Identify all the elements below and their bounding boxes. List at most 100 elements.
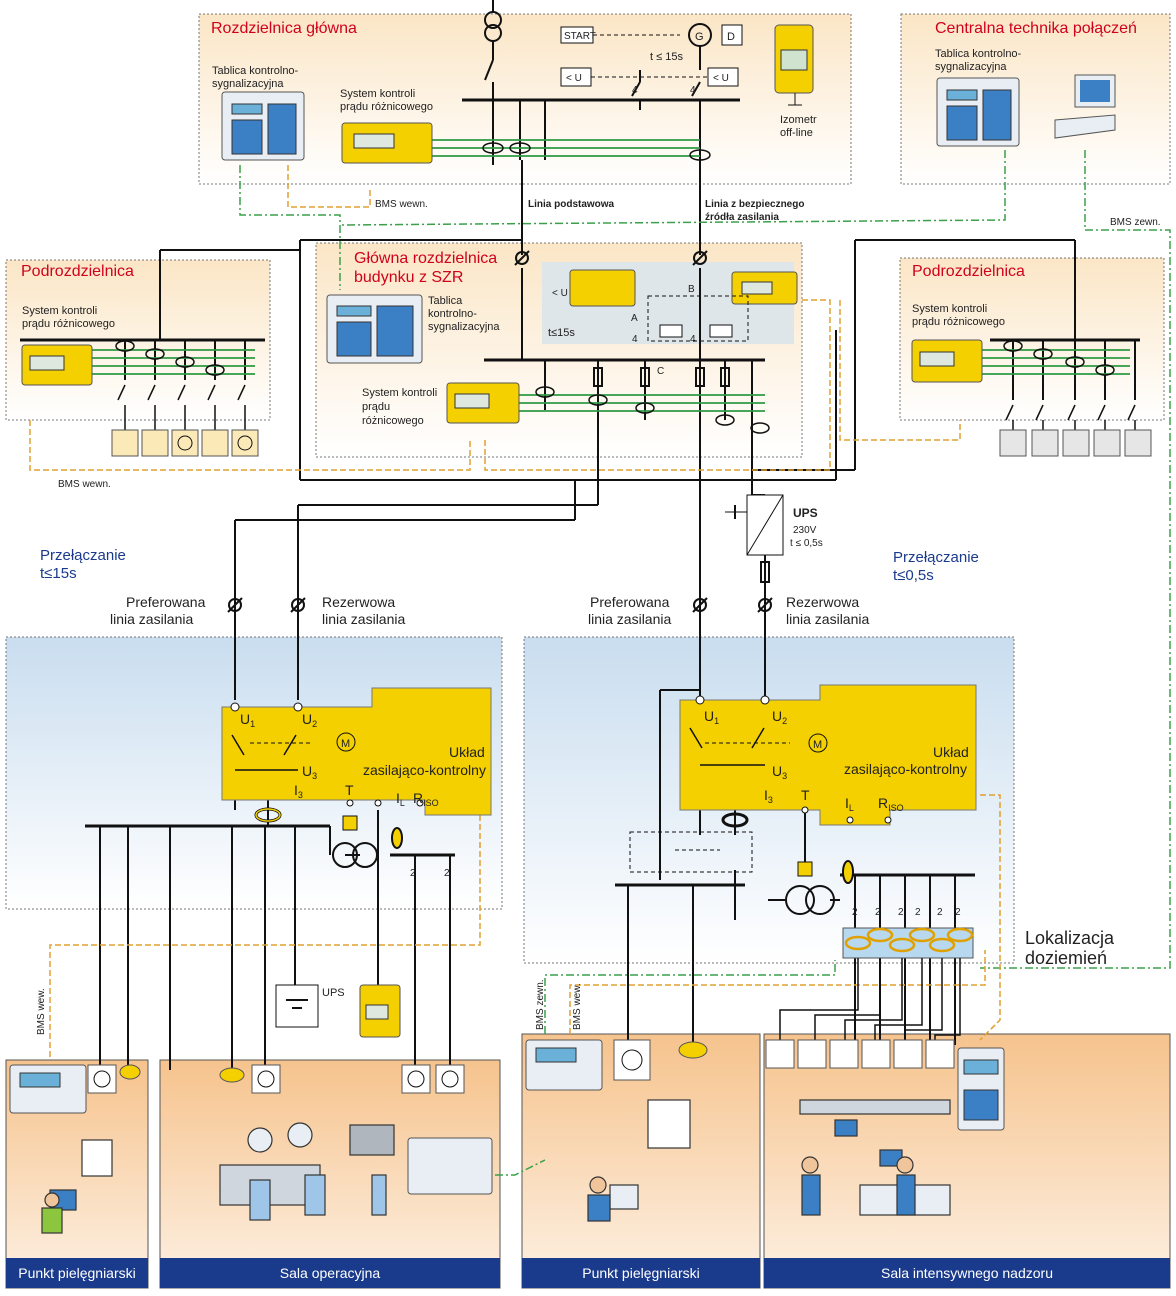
label-lok-2: doziemień	[1025, 948, 1107, 968]
label-two-r1: 2	[852, 907, 858, 918]
room-devices	[9, 1039, 1005, 1195]
label-rcm-szr-2: prądu	[362, 401, 390, 413]
label-riso-right: RISO	[878, 795, 904, 813]
label-u2-right: U2	[772, 708, 787, 726]
bms-lines	[29, 150, 1171, 1176]
label-uklad-left-1: Układ	[449, 744, 485, 760]
device-rcm-szr	[446, 382, 520, 424]
label-przel1-1: Przełączanie	[40, 547, 126, 564]
label-start: START	[564, 31, 596, 42]
room-scenes	[41, 1099, 951, 1234]
device-tablica-szr	[326, 294, 423, 364]
label-tablica-szr-1: Tablica	[428, 295, 463, 307]
label-u-less-1: < U	[566, 73, 582, 84]
ups-upper	[725, 494, 784, 556]
label-u3-right: U3	[772, 763, 787, 781]
label-tablica-szr-2: kontrolno-	[428, 308, 477, 320]
device-tablica-main	[221, 91, 305, 161]
title-szr-1: Główna rozdzielnica	[354, 250, 497, 267]
loads-right	[999, 429, 1152, 457]
label-il-right: IL	[845, 795, 854, 813]
label-two-r5: 2	[937, 907, 943, 918]
label-u-less-2: < U	[713, 73, 729, 84]
label-rez-right-2: linia zasilania	[786, 611, 869, 627]
label-rez-left-1: Rezerwowa	[322, 594, 395, 610]
label-bms-wew-left: BMS wew.	[36, 988, 47, 1035]
label-rcm-subright-1: System kontroli	[912, 303, 987, 315]
label-linia-bezp-2: źródła zasilania	[705, 212, 779, 223]
label-uklad-right-2: zasilająco-kontrolny	[844, 761, 967, 777]
title-sub-left: Podrozdzielnica	[21, 263, 134, 280]
uklad-right	[629, 684, 977, 959]
label-b: B	[688, 284, 695, 295]
label-u3-left: U3	[302, 763, 317, 781]
label-ups-v: 230V	[793, 525, 817, 536]
label-przel2-2: t≤0,5s	[893, 567, 934, 584]
label-przel2-1: Przełączanie	[893, 549, 979, 566]
label-c: C	[657, 366, 664, 377]
label-rcm-main-2: prądu różnicowego	[340, 101, 433, 113]
label-t-right: T	[801, 787, 810, 803]
label-uklad-left-2: zasilająco-kontrolny	[363, 762, 486, 778]
label-u2-left: U2	[302, 711, 317, 729]
breakers	[117, 384, 1136, 430]
label-tablica-szr-3: sygnalizacyjna	[428, 321, 500, 333]
label-two-l2: 2	[444, 868, 450, 879]
label-lok-1: Lokalizacja	[1025, 928, 1115, 948]
title-main: Rozdzielnica główna	[211, 20, 357, 37]
label-izometr-1: Izometr	[780, 114, 817, 126]
ups-lower	[275, 984, 401, 1038]
label-tablica-main-1: Tablica kontrolno-	[212, 65, 299, 77]
label-m-right: M	[813, 739, 822, 751]
room-label-1: Punkt pielęgniarski	[18, 1265, 136, 1281]
label-pref-right-1: Preferowana	[590, 594, 670, 610]
title-central: Centralna technika połączeń	[935, 20, 1137, 37]
label-bms-ext: BMS zewn.	[1110, 217, 1161, 228]
feeders-right	[779, 958, 961, 1040]
label-rez-right-1: Rezerwowa	[786, 594, 859, 610]
label-rcm-main-1: System kontroli	[340, 88, 415, 100]
device-tablica-central	[936, 77, 1020, 147]
title-szr-2: budynku z SZR	[354, 269, 463, 286]
label-pref-left-1: Preferowana	[126, 594, 206, 610]
label-bms-wew-room3: BMS wew.	[572, 983, 583, 1030]
label-four-1: 4	[632, 85, 638, 96]
label-tablica-main-2: sygnalizacyjna	[212, 78, 284, 90]
current-transformers	[115, 142, 1115, 434]
device-ats-relays	[569, 269, 798, 342]
label-two-r2: 2	[875, 907, 881, 918]
label-tablica-central-2: sygnalizacyjna	[935, 61, 1007, 73]
label-u-less-3: < U	[552, 288, 568, 299]
label-izometr-2: off-line	[780, 127, 813, 139]
label-linia-bezp-1: Linia z bezpiecznego	[705, 199, 804, 210]
label-il-left: IL	[396, 790, 405, 808]
label-i3-right: I3	[764, 787, 773, 805]
label-rcm-szr-1: System kontroli	[362, 387, 437, 399]
label-bms-int-left: BMS wewn.	[58, 479, 111, 490]
line-markers	[227, 250, 773, 613]
label-u1-right: U1	[704, 708, 719, 726]
room-label-4: Sala intensywnego nadzoru	[881, 1265, 1053, 1281]
label-u1-left: U1	[240, 711, 255, 729]
label-pref-left-2: linia zasilania	[110, 611, 193, 627]
label-ups-t: t ≤ 0,5s	[790, 538, 823, 549]
title-sub-right: Podrozdzielnica	[912, 263, 1025, 280]
label-d: D	[727, 31, 735, 43]
label-riso-left: RISO	[413, 790, 439, 808]
label-uklad-right-1: Układ	[933, 744, 969, 760]
wiring-green	[90, 139, 1130, 412]
label-four-3: 4	[632, 334, 638, 345]
device-rcm-main	[341, 122, 433, 164]
uklad-left	[221, 687, 492, 868]
label-four-4: 4	[690, 334, 696, 345]
label-t15: t ≤ 15s	[650, 51, 683, 63]
label-two-r6: 2	[955, 907, 961, 918]
label-rcm-subleft-2: prądu różnicowego	[22, 318, 115, 330]
label-t15b: t≤15s	[548, 327, 575, 339]
label-rcm-subright-2: prądu różnicowego	[912, 316, 1005, 328]
label-ups-upper: UPS	[793, 506, 818, 520]
label-rcm-szr-3: różnicowego	[362, 415, 424, 427]
loads-left	[111, 429, 259, 457]
room-2	[159, 1059, 501, 1289]
